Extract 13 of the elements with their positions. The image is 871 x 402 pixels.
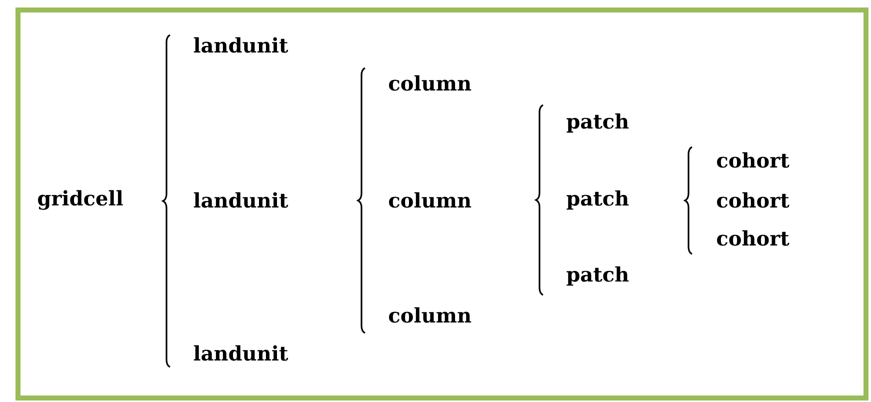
level-label: column xyxy=(389,75,472,91)
level-label: patch xyxy=(566,190,629,210)
level-label: column xyxy=(389,192,472,208)
level-label: gridcell xyxy=(38,190,123,210)
level-label: landunit xyxy=(194,345,288,361)
level-label: column xyxy=(389,307,472,323)
level-label: landunit xyxy=(194,37,288,53)
level-label: landunit xyxy=(194,192,288,208)
level-label: cohort xyxy=(717,230,790,246)
level-label: patch xyxy=(566,266,629,286)
level-label: cohort xyxy=(717,192,790,208)
level-label: cohort xyxy=(717,152,790,168)
level-label: patch xyxy=(566,113,629,133)
